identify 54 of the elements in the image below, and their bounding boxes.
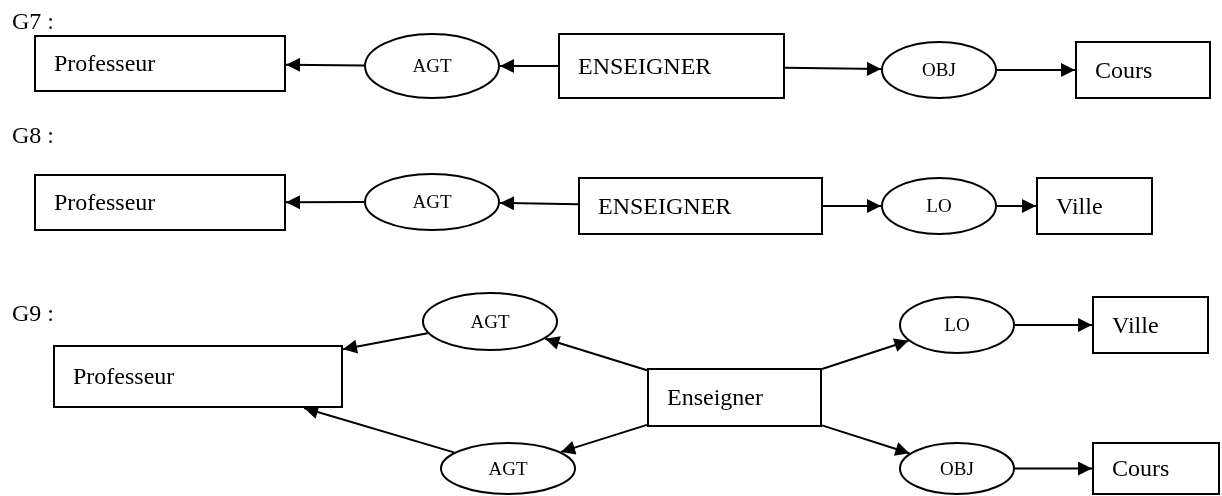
arrow: [544, 336, 648, 372]
node-text: AGT: [470, 310, 510, 333]
node-text: Professeur: [54, 189, 156, 216]
arrow: [1014, 461, 1093, 476]
relation-ellipse: [364, 173, 500, 231]
node-text: AGT: [412, 191, 452, 213]
arrow: [560, 423, 648, 455]
node-text: OBJ: [940, 457, 974, 480]
arrow: [1014, 318, 1093, 332]
arrow: [499, 196, 579, 211]
node-text: Cours: [1112, 455, 1170, 482]
arrow: [499, 59, 559, 73]
graph-label: G8 :: [12, 122, 54, 149]
arrow: [996, 199, 1037, 213]
relation-ellipse: [881, 177, 997, 235]
arrow: [784, 61, 882, 76]
relation-ellipse: [364, 33, 500, 99]
graph-label: G9 :: [12, 300, 54, 327]
concept-box: [1036, 177, 1153, 235]
node-text: LO: [944, 314, 970, 336]
arrow: [821, 338, 910, 370]
node-text: ENSEIGNER: [578, 52, 712, 80]
arrow: [996, 63, 1076, 77]
relation-ellipse: [422, 292, 558, 351]
relation-ellipse: [440, 442, 576, 495]
node-text: AGT: [412, 55, 452, 77]
arrow: [822, 199, 882, 213]
node-text: OBJ: [922, 59, 956, 81]
node-text: LO: [926, 195, 952, 217]
node-text: ENSEIGNER: [598, 192, 732, 220]
concept-box: [34, 35, 286, 92]
arrow: [342, 332, 429, 354]
concept-box: [53, 345, 343, 408]
concept-box: [1075, 41, 1211, 99]
arrow: [821, 424, 911, 456]
relation-ellipse: [881, 41, 997, 99]
arrow: [285, 195, 365, 210]
relation-ellipse: [899, 442, 1015, 495]
node-text: Professeur: [54, 50, 156, 77]
concept-box: [1092, 442, 1220, 495]
node-text: Professeur: [73, 363, 175, 390]
node-text: Ville: [1112, 311, 1159, 339]
node-text: AGT: [488, 457, 528, 480]
concept-box: [558, 33, 785, 99]
arrow: [285, 57, 365, 72]
relation-ellipse: [899, 296, 1015, 354]
concept-box: [1092, 296, 1209, 354]
concept-box: [647, 368, 822, 427]
graph-label: G7 :: [12, 8, 54, 35]
node-text: Ville: [1056, 192, 1103, 220]
concept-box: [578, 177, 823, 235]
concept-box: [34, 174, 286, 231]
node-text: Enseigner: [667, 384, 763, 411]
node-text: Cours: [1095, 56, 1153, 84]
